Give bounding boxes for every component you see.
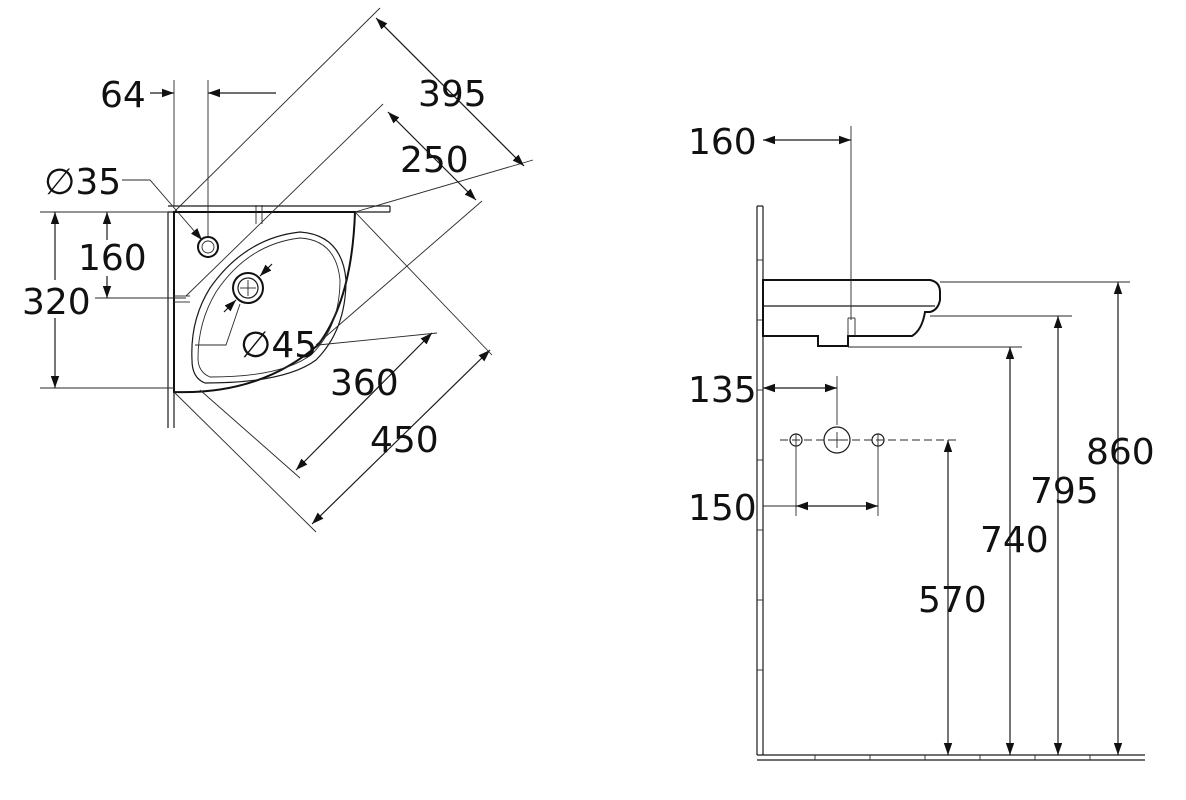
basin-bowl (191, 231, 347, 384)
dim-line-250 (387, 111, 477, 201)
dim-label-64: 64 (100, 75, 146, 116)
dim-label-570: 570 (918, 580, 987, 621)
tap-hole (197, 236, 219, 258)
dim-label-740: 740 (980, 520, 1049, 561)
dim-label-135: 135 (688, 370, 757, 411)
dim-label-860: 860 (1086, 432, 1155, 473)
dim-label-250: 250 (400, 140, 469, 181)
dim-label-160-side: 160 (688, 122, 757, 163)
dim-label-160-plan: 160 (78, 238, 147, 279)
dim-label-320: 320 (22, 282, 91, 323)
drain-hole (232, 272, 264, 304)
waste-outlet (823, 426, 851, 454)
dim-line-450 (311, 349, 491, 525)
dim-label-dia45: ∅45 (240, 325, 317, 366)
plan-view: 395 250 64 ∅35 160 320 ∅45 360 (22, 7, 534, 533)
dia35-leader (122, 179, 203, 241)
basin-profile (762, 279, 941, 347)
dim-label-150: 150 (688, 488, 757, 529)
dim-label-360: 360 (330, 363, 399, 404)
dim-label-dia35: ∅35 (44, 162, 121, 203)
dim-label-450: 450 (370, 420, 439, 461)
dim-line-395 (375, 17, 525, 167)
dim-label-795: 795 (1030, 471, 1099, 512)
side-view: 160 135 150 860 795 740 57 (688, 122, 1155, 761)
dim-label-395: 395 (418, 74, 487, 115)
